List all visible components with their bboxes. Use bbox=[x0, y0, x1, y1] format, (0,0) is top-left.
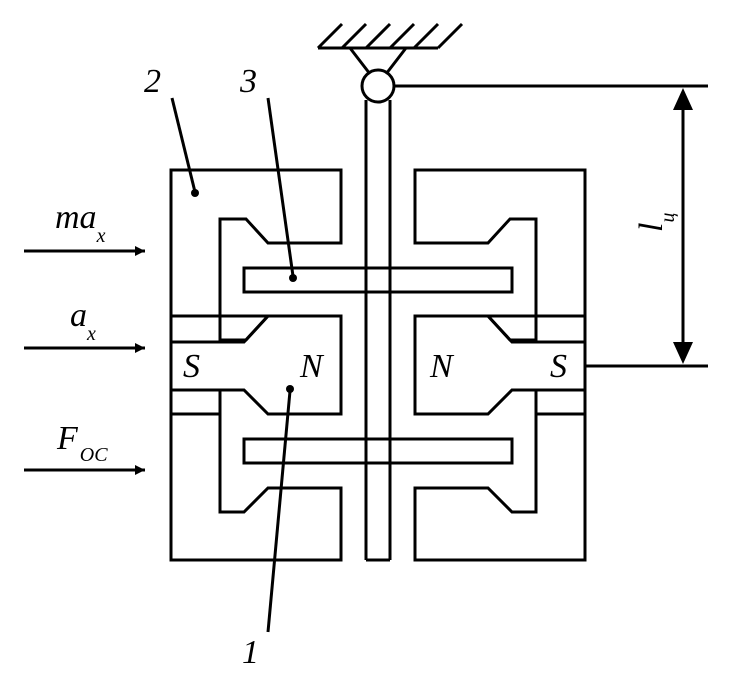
pole-left-inner: N bbox=[299, 348, 325, 385]
label-acceleration-sub: x bbox=[86, 323, 96, 345]
label-part-2: 2 bbox=[144, 63, 161, 100]
label-inertia-force: max bbox=[55, 199, 106, 247]
label-part-1: 1 bbox=[242, 634, 259, 671]
label-part-3: 3 bbox=[239, 63, 257, 100]
label-acceleration: ax bbox=[70, 297, 96, 345]
label-feedback-force-main: F bbox=[56, 420, 79, 457]
pole-right-inner: N bbox=[429, 348, 455, 385]
left-magnet-body bbox=[169, 168, 343, 562]
label-inertia-force-sub: x bbox=[96, 225, 106, 247]
rod-overlay bbox=[364, 266, 392, 465]
pole-left-outer: S bbox=[183, 348, 200, 385]
coil-plates bbox=[242, 266, 514, 465]
label-acceleration-main: a bbox=[70, 297, 87, 334]
ground-support bbox=[316, 22, 464, 75]
pivot-hinge bbox=[360, 68, 396, 104]
label-inertia-force-main: ma bbox=[55, 199, 97, 236]
label-feedback-force-sub: OC bbox=[80, 444, 108, 466]
label-length-main: l bbox=[633, 223, 670, 232]
length-dimension bbox=[394, 84, 708, 368]
pole-right-outer: S bbox=[550, 348, 567, 385]
label-length-sub: ц bbox=[657, 213, 679, 223]
leader-lines bbox=[170, 97, 297, 633]
pendulum-rod bbox=[364, 100, 392, 562]
label-length: lц bbox=[633, 213, 679, 232]
